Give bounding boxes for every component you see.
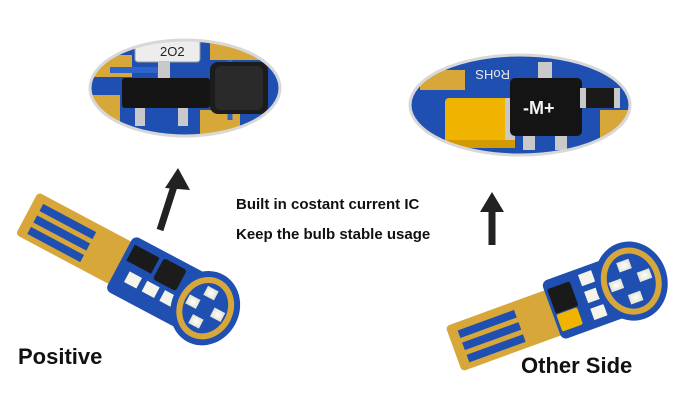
ic-chip-marked	[510, 78, 582, 136]
zoom-top-right: RoHS -M+	[410, 55, 630, 155]
board-marking: RoHS	[475, 67, 510, 82]
zoom-top-left: 2O2	[90, 40, 280, 136]
arrow-up-left-icon	[156, 168, 190, 232]
caption-line-2: Keep the bulb stable usage	[236, 226, 431, 243]
bulb-other-side	[446, 241, 668, 371]
caption-line-1: Built in costant current IC	[236, 196, 420, 213]
label-positive: Positive	[18, 344, 103, 369]
chip-marking: -M+	[523, 98, 555, 118]
tantalum-capacitor	[445, 98, 515, 148]
bulb-positive-side	[17, 193, 241, 346]
arrow-up-right-icon	[480, 192, 504, 245]
resistor-marking: 2O2	[160, 44, 185, 59]
label-other-side: Other Side	[521, 353, 633, 378]
ic-chip	[122, 78, 210, 108]
